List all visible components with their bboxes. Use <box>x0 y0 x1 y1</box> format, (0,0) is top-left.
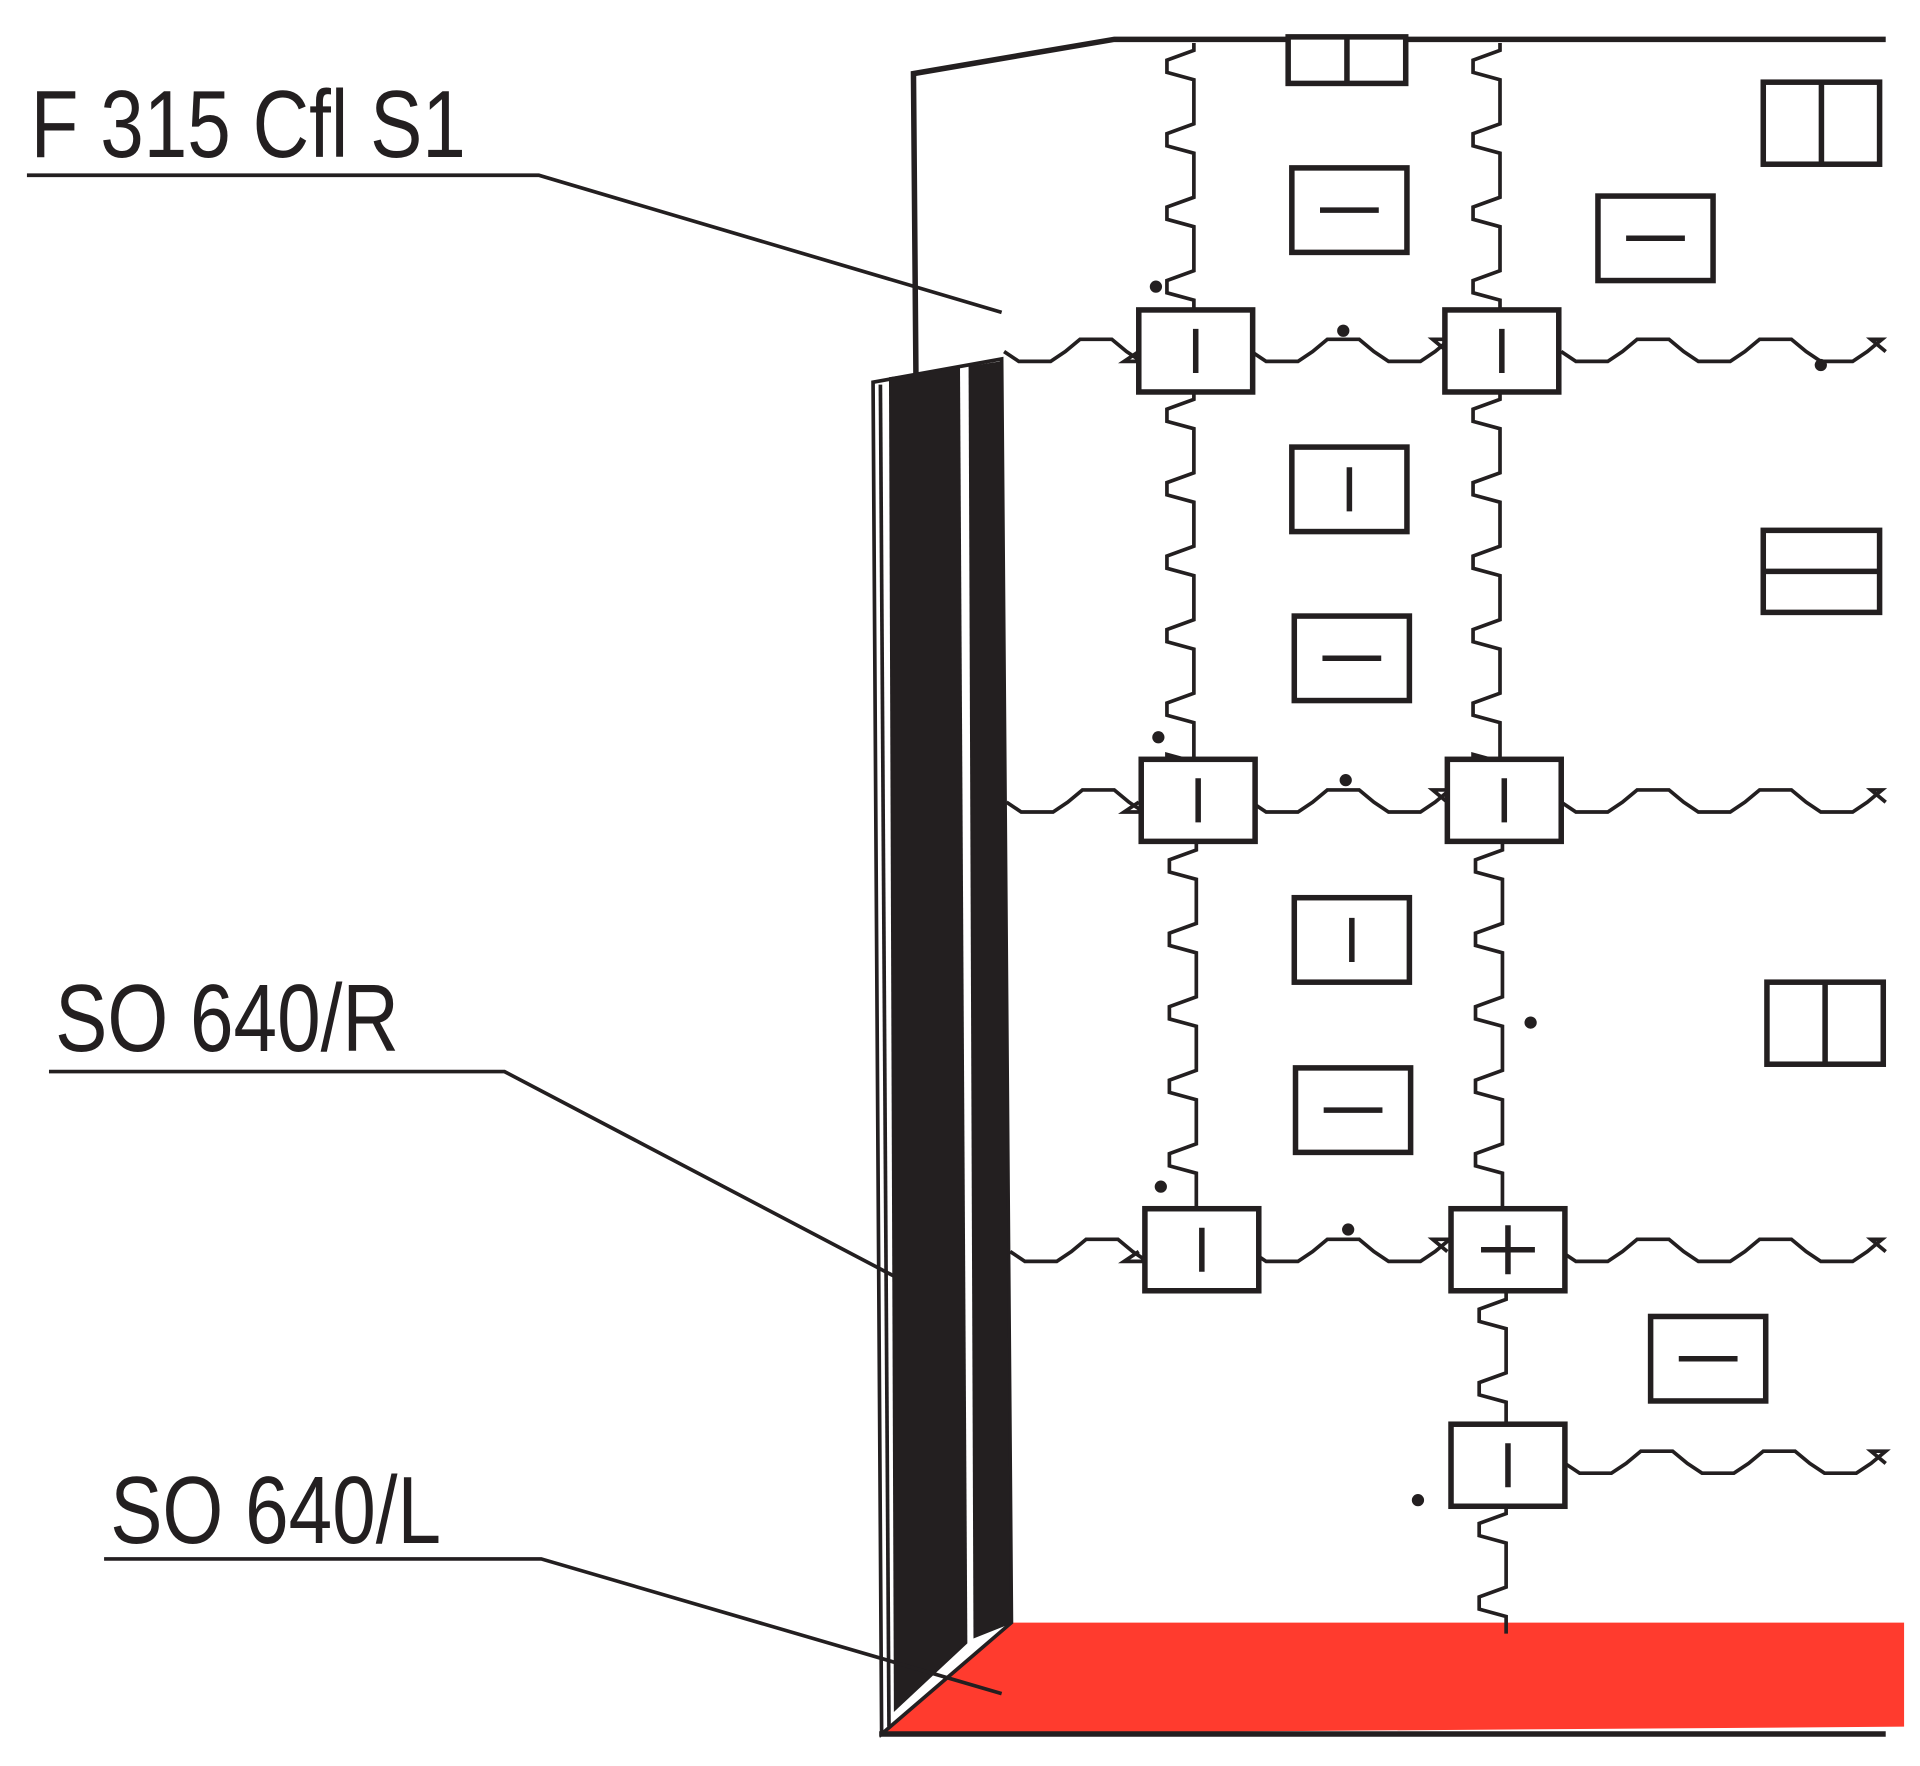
tile-joint-vertical <box>1473 842 1505 1210</box>
tile-joint-vertical <box>1471 391 1502 780</box>
tile-joint-horizontal <box>1250 1237 1455 1264</box>
tile-joint-horizontal <box>1250 337 1455 364</box>
leader-f315 <box>26 173 1003 315</box>
tile-joint-horizontal <box>1003 337 1148 364</box>
tile-joint-horizontal <box>1560 337 1888 364</box>
tile-joint-vertical <box>1165 43 1196 318</box>
profile-strip-left <box>888 367 968 1712</box>
tile-joint-horizontal <box>1005 788 1150 814</box>
label-so640l: SO 640/L <box>110 1457 441 1564</box>
dot-mark <box>1814 358 1827 372</box>
wall-top-outline <box>910 36 1886 374</box>
dot-mark <box>1339 774 1352 787</box>
tile-joint-horizontal <box>1009 1237 1154 1264</box>
tile-joint-horizontal <box>1250 788 1455 814</box>
dot-mark <box>1524 1016 1537 1029</box>
tile-joint-vertical <box>1477 1506 1508 1634</box>
dot-mark <box>1411 1494 1425 1507</box>
dot-mark <box>1337 324 1350 337</box>
tile-joint-vertical <box>1477 1291 1508 1425</box>
tile-joint-vertical <box>1471 43 1502 318</box>
clip-box <box>1442 307 1562 395</box>
label-f315: F 315 Cfl S1 <box>31 70 466 177</box>
dot-mark <box>1152 731 1165 744</box>
profile-inner-line <box>878 384 891 1727</box>
tile-grid <box>1003 34 1891 1634</box>
label-so640r: SO 640/R <box>55 964 399 1071</box>
leader-so640r <box>48 1069 895 1278</box>
tile-joint-horizontal <box>1560 1237 1888 1264</box>
tile-block <box>1595 193 1716 284</box>
leader-so640l <box>104 1557 1003 1696</box>
tile-joint-horizontal <box>1563 1449 1891 1476</box>
tile-joint-vertical <box>1165 391 1196 780</box>
dot-mark <box>1149 280 1163 293</box>
profile-strip-right <box>968 361 1011 1639</box>
tile-joint-vertical <box>1167 842 1199 1210</box>
tile-joint-horizontal <box>1560 788 1888 814</box>
dot-mark <box>1342 1223 1355 1236</box>
floor-red <box>881 1622 1905 1735</box>
dot-mark <box>1154 1180 1167 1193</box>
